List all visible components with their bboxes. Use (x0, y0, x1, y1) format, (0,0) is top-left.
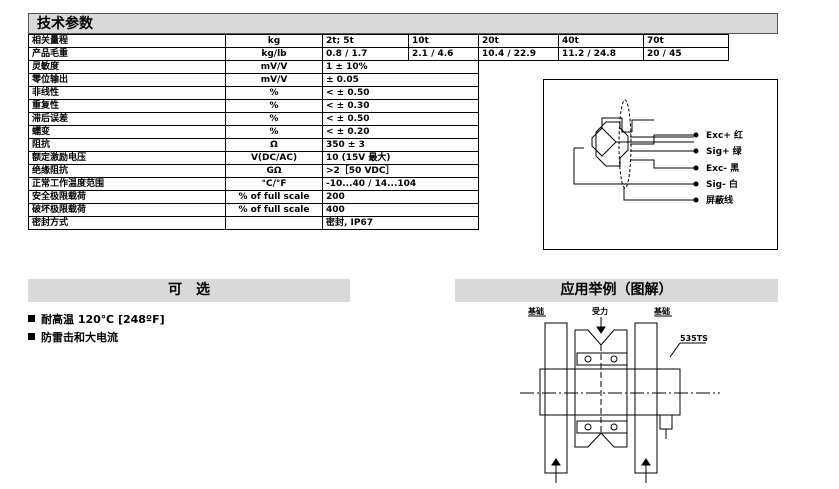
option-item: 防雷击和大电流 (28, 329, 118, 345)
wire-dot-sig-plus (693, 148, 699, 154)
spec-diagram-area (478, 60, 729, 74)
spec-param-name: 额定激励电压 (28, 151, 226, 165)
spec-param-value: 0.8 / 1.7 (322, 47, 409, 61)
wire-dot-sig-minus (693, 181, 699, 187)
spec-param-value: >2［50 VDC］ (322, 164, 479, 178)
spec-param-unit: mV/V (225, 73, 323, 87)
spec-param-name: 安全极限载荷 (28, 190, 226, 204)
spec-param-unit: % of full scale (225, 190, 323, 204)
spec-param-unit (225, 216, 323, 230)
spec-param-unit: kg (225, 34, 323, 48)
spec-param-value: < ± 0.50 (322, 112, 479, 126)
spec-param-name: 零位输出 (28, 73, 226, 87)
spec-param-name: 重复性 (28, 99, 226, 113)
spec-param-name: 蠕变 (28, 125, 226, 139)
application-section-title: 应用举例（图解） (455, 279, 778, 302)
wire-label-exc-minus: Exc- 黑 (706, 163, 739, 174)
spec-param-unit: °C/°F (225, 177, 323, 191)
bullet-square-icon (28, 315, 35, 322)
spec-param-value: 10t (408, 34, 479, 48)
label-model: 535TS (680, 334, 708, 343)
spec-param-unit: % (225, 112, 323, 126)
wire-label-exc-plus: Exc+ 红 (706, 129, 743, 141)
wire-label-sig-minus: Sig- 白 (706, 178, 738, 190)
spec-param-value: 10.4 / 22.9 (478, 47, 559, 61)
spec-param-unit: GΩ (225, 164, 323, 178)
bullet-square-icon (28, 333, 35, 340)
spec-param-value: 350 ± 3 (322, 138, 479, 152)
label-base-left: 基础 (527, 306, 544, 316)
spec-param-value: 40t (558, 34, 644, 48)
wire-dot-exc-minus (693, 165, 699, 171)
spec-param-value: 70t (643, 34, 729, 48)
wire-label-shield: 屏蔽线 (706, 194, 733, 206)
spec-param-unit: kg/lb (225, 47, 323, 61)
option-item: 耐高温 120℃ [248ºF] (28, 311, 165, 327)
spec-param-value: < ± 0.50 (322, 86, 479, 100)
spec-param-unit: mV/V (225, 60, 323, 74)
wire-dot-shield (693, 197, 699, 203)
spec-param-name: 非线性 (28, 86, 226, 100)
spec-param-value: 400 (322, 203, 479, 217)
spec-param-value: < ± 0.20 (322, 125, 479, 139)
spec-param-name: 破坏极限载荷 (28, 203, 226, 217)
spec-param-value: -10...40 / 14...104 (322, 177, 479, 191)
spec-param-name: 绝缘阻抗 (28, 164, 226, 178)
wire-label-sig-plus: Sig+ 绿 (706, 145, 743, 157)
wiring-diagram-svg: Exc+ 红 Sig+ 绿 Exc- 黑 Sig- 白 屏蔽线 (573, 99, 743, 206)
spec-param-value: 20 / 45 (643, 47, 729, 61)
spec-param-value: 1 ± 10% (322, 60, 479, 74)
spec-param-unit: Ω (225, 138, 323, 152)
options-section-title: 可 选 (28, 279, 350, 302)
label-base-right: 基础 (653, 306, 670, 316)
wiring-diagram: Exc+ 红 Sig+ 绿 Exc- 黑 Sig- 白 屏蔽线 (543, 79, 778, 250)
spec-section-title: 技术参数 (28, 13, 778, 34)
spec-param-value: 10 (15V 最大) (322, 151, 479, 165)
label-force: 受力 (592, 306, 608, 316)
spec-param-name: 阻抗 (28, 138, 226, 152)
spec-param-name: 滞后误差 (28, 112, 226, 126)
spec-param-unit: % (225, 86, 323, 100)
spec-param-name: 产品毛重 (28, 47, 226, 61)
spec-param-name: 密封方式 (28, 216, 226, 230)
spec-param-value: 密封, IP67 (322, 216, 479, 230)
spec-param-name: 正常工作温度范围 (28, 177, 226, 191)
spec-param-unit: V(DC/AC) (225, 151, 323, 165)
spec-param-unit: % of full scale (225, 203, 323, 217)
application-diagram: 基础 受力 基础 535TS (520, 306, 720, 483)
spec-param-name: 灵敏度 (28, 60, 226, 74)
wire-dot-exc-plus (693, 132, 699, 138)
spec-param-value: 11.2 / 24.8 (558, 47, 644, 61)
spec-param-value: 2t; 5t (322, 34, 409, 48)
spec-param-unit: % (225, 125, 323, 139)
spec-param-value: ± 0.05 (322, 73, 479, 87)
spec-param-value: 200 (322, 190, 479, 204)
spec-param-value: < ± 0.30 (322, 99, 479, 113)
spec-param-unit: % (225, 99, 323, 113)
spec-param-value: 20t (478, 34, 559, 48)
spec-param-name: 相关量程 (28, 34, 226, 48)
spec-param-value: 2.1 / 4.6 (408, 47, 479, 61)
